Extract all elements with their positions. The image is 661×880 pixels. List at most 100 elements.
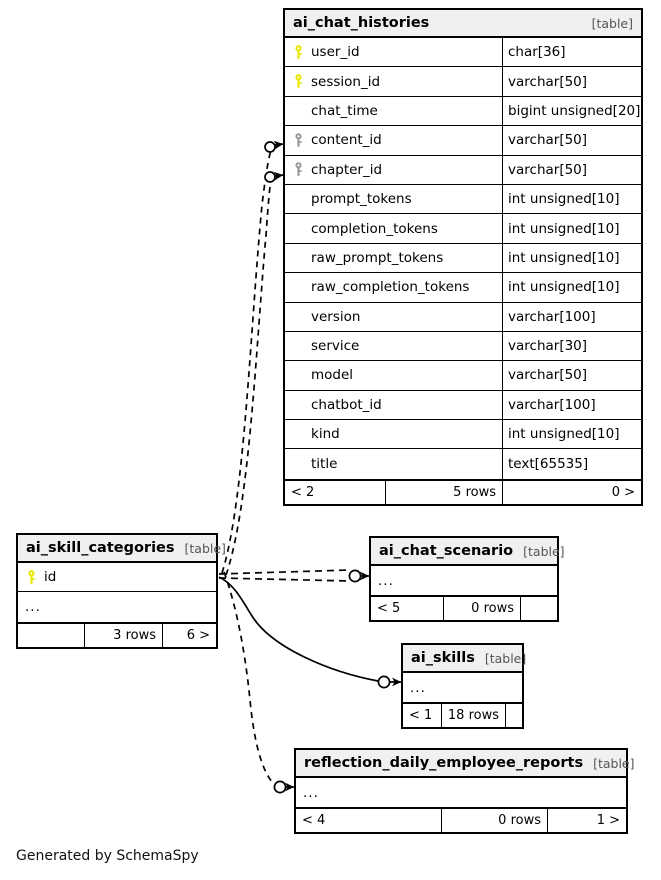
column-type: bigint unsigned[20]: [502, 96, 641, 126]
column-name-cell: ...: [18, 592, 216, 621]
column-type: varchar[50]: [502, 67, 641, 96]
more-columns-ellipsis: ...: [410, 679, 426, 696]
edge-skill-categories-to-chat-scenario-2: [218, 569, 370, 583]
footer-parent-count[interactable]: < 2: [291, 484, 315, 500]
column-row[interactable]: content_id varchar[50]: [285, 126, 641, 156]
column-name-cell: completion_tokens: [285, 214, 502, 242]
footer-child-count[interactable]: 6 >: [162, 623, 216, 647]
primary-key-icon: [25, 569, 38, 585]
column-row[interactable]: raw_completion_tokens int unsigned[10]: [285, 273, 641, 303]
table-footer: < 2 5 rows 0 >: [285, 478, 641, 504]
column-row[interactable]: completion_tokens int unsigned[10]: [285, 214, 641, 244]
footer-child-count[interactable]: 0 >: [502, 480, 641, 504]
table-reflection_daily_employee_reports[interactable]: reflection_daily_employee_reports [table…: [294, 748, 635, 835]
edge-skill-categories-to-content-id: [221, 140, 284, 574]
footer-parent-count[interactable]: < 5: [377, 601, 401, 617]
column-row[interactable]: version varchar[100]: [285, 302, 641, 332]
column-row[interactable]: prompt_tokens int unsigned[10]: [285, 184, 641, 215]
column-type: text[65535]: [502, 449, 641, 479]
edge-skill-categories-to-chat-scenario-1: [218, 569, 351, 575]
column-name: content_id: [311, 132, 382, 149]
table-type-tag: [table]: [184, 540, 226, 556]
edge-skill-categories-to-chapter-id: [225, 171, 284, 576]
table-footer: < 4 0 rows 1 >: [296, 807, 626, 833]
table-title: ai_chat_scenario: [379, 543, 514, 559]
column-name: service: [311, 338, 360, 355]
column-name-cell: version: [285, 303, 502, 331]
column-name-cell: kind: [285, 420, 502, 448]
column-name-cell: prompt_tokens: [285, 185, 502, 213]
table-footer: < 5 0 rows: [371, 595, 557, 621]
table-footer: 3 rows 6 >: [18, 621, 216, 647]
column-name: prompt_tokens: [311, 191, 412, 208]
column-type: char[36]: [502, 38, 641, 67]
table-columns: id ...: [18, 563, 216, 622]
column-row[interactable]: chapter_id varchar[50]: [285, 155, 641, 185]
column-type: int unsigned[10]: [502, 243, 641, 273]
table-ai_skills[interactable]: ai_skills [table] ... < 1 18 rows: [401, 643, 527, 730]
column-row[interactable]: chat_time bigint unsigned[20]: [285, 96, 641, 127]
table-title: reflection_daily_employee_reports: [304, 755, 584, 771]
footer-row-count: 18 rows: [441, 704, 505, 728]
column-type: varchar[50]: [502, 361, 641, 390]
edge-skill-categories-to-reflection-reports: [223, 571, 295, 794]
column-row[interactable]: service varchar[30]: [285, 331, 641, 362]
more-columns-ellipsis: ...: [378, 572, 394, 589]
column-row[interactable]: model varchar[50]: [285, 361, 641, 391]
table-header: ai_chat_scenario [table]: [371, 538, 565, 566]
table-ai_chat_histories[interactable]: ai_chat_histories [table] user_id char[3…: [283, 8, 643, 506]
column-row[interactable]: user_id char[36]: [285, 38, 641, 68]
table-ai_skill_categories[interactable]: ai_skill_categories [table] id ... 3 row…: [16, 533, 226, 649]
footer-parent-count[interactable]: < 1: [409, 708, 433, 724]
more-columns-ellipsis: ...: [25, 599, 41, 616]
footer-row-count: 0 rows: [443, 597, 520, 621]
table-type-tag: [table]: [484, 650, 527, 666]
table-footer: < 1 18 rows: [403, 702, 522, 728]
table-type-tag: [table]: [523, 543, 565, 559]
table-title: ai_chat_histories: [293, 15, 430, 31]
column-name-cell: model: [285, 361, 502, 389]
table-ai_chat_scenario[interactable]: ai_chat_scenario [table] ... < 5 0 rows: [369, 536, 565, 623]
footer-parent-count[interactable]: < 4: [302, 813, 326, 829]
column-name-cell: ...: [296, 778, 626, 807]
footer-row-count: 0 rows: [441, 809, 547, 833]
column-name: chapter_id: [311, 161, 383, 178]
column-row-ellipsis[interactable]: ...: [296, 778, 626, 807]
column-name: session_id: [311, 73, 381, 90]
column-type: varchar[30]: [502, 331, 641, 361]
column-row-ellipsis[interactable]: ...: [18, 592, 216, 621]
column-row[interactable]: chatbot_id varchar[100]: [285, 390, 641, 421]
table-columns: ...: [371, 566, 557, 595]
column-name: id: [44, 569, 57, 586]
column-name: completion_tokens: [311, 220, 438, 237]
column-type: varchar[100]: [502, 390, 641, 420]
table-title: ai_skill_categories: [26, 540, 175, 556]
column-name: kind: [311, 426, 340, 443]
column-row[interactable]: kind int unsigned[10]: [285, 420, 641, 450]
column-row[interactable]: title text[65535]: [285, 449, 641, 479]
footer-child-count[interactable]: [505, 704, 522, 728]
footer-row-count: 3 rows: [84, 623, 162, 647]
foreign-key-icon: [292, 133, 305, 148]
primary-key-icon: [292, 44, 305, 60]
column-name-cell: title: [285, 449, 502, 478]
footer-child-count[interactable]: 1 >: [547, 809, 626, 833]
column-name-cell: ...: [403, 673, 522, 702]
table-columns: ...: [403, 673, 522, 702]
column-name: user_id: [311, 44, 360, 61]
column-name-cell: session_id: [285, 67, 502, 95]
footer-child-count[interactable]: [520, 597, 557, 621]
column-type: int unsigned[10]: [502, 420, 641, 449]
column-row-ellipsis[interactable]: ...: [371, 566, 557, 595]
column-type: varchar[50]: [502, 155, 641, 184]
column-name: raw_completion_tokens: [311, 279, 470, 296]
column-name-cell: chat_time: [285, 97, 502, 125]
column-name-cell: id: [18, 563, 216, 591]
column-row[interactable]: session_id varchar[50]: [285, 67, 641, 97]
column-row-ellipsis[interactable]: ...: [403, 673, 522, 702]
column-row[interactable]: raw_prompt_tokens int unsigned[10]: [285, 243, 641, 274]
table-columns: ...: [296, 778, 626, 807]
column-type: varchar[100]: [502, 302, 641, 331]
footer-parent-count[interactable]: [18, 624, 84, 647]
column-row[interactable]: id: [18, 563, 216, 593]
